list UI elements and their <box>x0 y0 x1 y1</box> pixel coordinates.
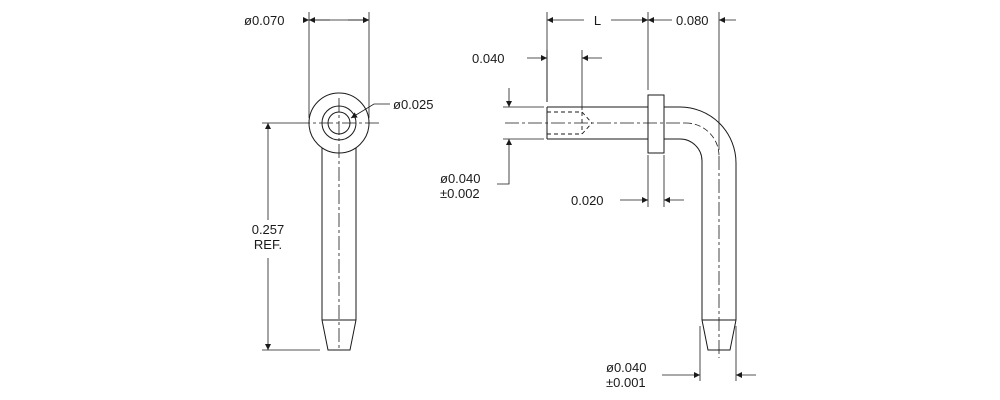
pin-tolerance-label: ±0.001 <box>606 375 646 390</box>
bore-diameter-label: ø0.025 <box>393 97 434 112</box>
shank-diameter-label: ø0.040 <box>440 171 481 186</box>
length-value-label: 0.257 <box>251 222 285 237</box>
tail-length-label: 0.040 <box>472 51 505 66</box>
collar <box>647 94 665 154</box>
length-note-label: REF. <box>253 237 283 252</box>
elbow-outer <box>664 106 737 320</box>
front-view <box>262 12 390 351</box>
length-symbol-label: L <box>593 13 602 28</box>
elbow-inner <box>664 138 703 320</box>
outer-diameter-label: ø0.070 <box>244 13 285 28</box>
pin-diameter-label: ø0.040 <box>606 360 647 375</box>
shank-tolerance-label: ±0.002 <box>440 186 480 201</box>
side-centerline-bend <box>685 122 720 157</box>
leader-bore <box>350 103 390 119</box>
dim-arrow-shank-bottom <box>497 139 512 185</box>
shank-tip <box>321 319 357 351</box>
collar-thickness-label: 0.020 <box>571 193 604 208</box>
end-overhang-label: 0.080 <box>676 13 709 28</box>
side-view <box>497 12 756 381</box>
